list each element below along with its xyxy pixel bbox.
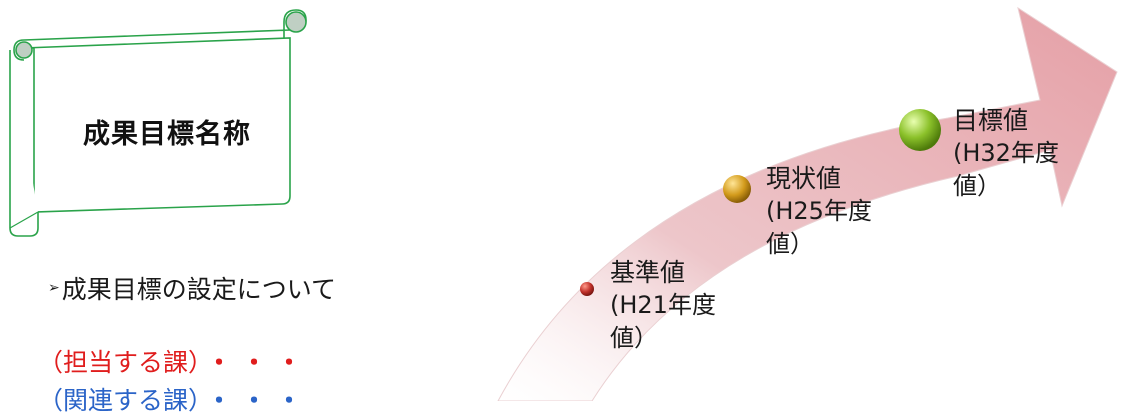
milestone-dot-target	[899, 109, 941, 151]
arrow-body	[497, 6, 1118, 401]
milestone-label-target: 目標値 (H32年度 値）	[953, 104, 1059, 203]
department-primary: （担当する課）・・・	[38, 343, 312, 379]
milestone-target-suffix: 値）	[953, 172, 1001, 200]
milestone-current-suffix: 値）	[766, 230, 814, 258]
department-primary-label: （担当する課）	[38, 348, 201, 377]
milestone-target-title: 目標値	[953, 106, 1029, 135]
scroll-shape	[9, 9, 307, 237]
bullet-text: 成果目標の設定について	[61, 275, 336, 304]
milestone-dot-base	[580, 282, 594, 296]
department-primary-dots: ・・・	[206, 348, 312, 377]
milestone-current-title: 現状値	[766, 164, 842, 193]
milestone-label-base: 基準値 (H21年度 値）	[610, 256, 716, 355]
milestone-base-suffix: 値）	[610, 324, 658, 352]
scroll-title: 成果目標名称	[83, 118, 251, 150]
milestone-base-title: 基準値	[610, 258, 686, 287]
bullet-line: ➢成果目標の設定について	[48, 270, 336, 306]
milestone-dot-current	[723, 175, 751, 203]
scroll-banner: 成果目標名称	[0, 0, 320, 240]
milestone-target-year: (H32年度	[953, 139, 1059, 167]
milestone-current-year: (H25年度	[766, 197, 872, 225]
milestone-label-current: 現状値 (H25年度 値）	[766, 162, 872, 261]
progress-arrow	[497, 6, 1118, 401]
milestone-base-year: (H21年度	[610, 291, 716, 319]
bullet-arrow-icon: ➢	[48, 280, 60, 296]
